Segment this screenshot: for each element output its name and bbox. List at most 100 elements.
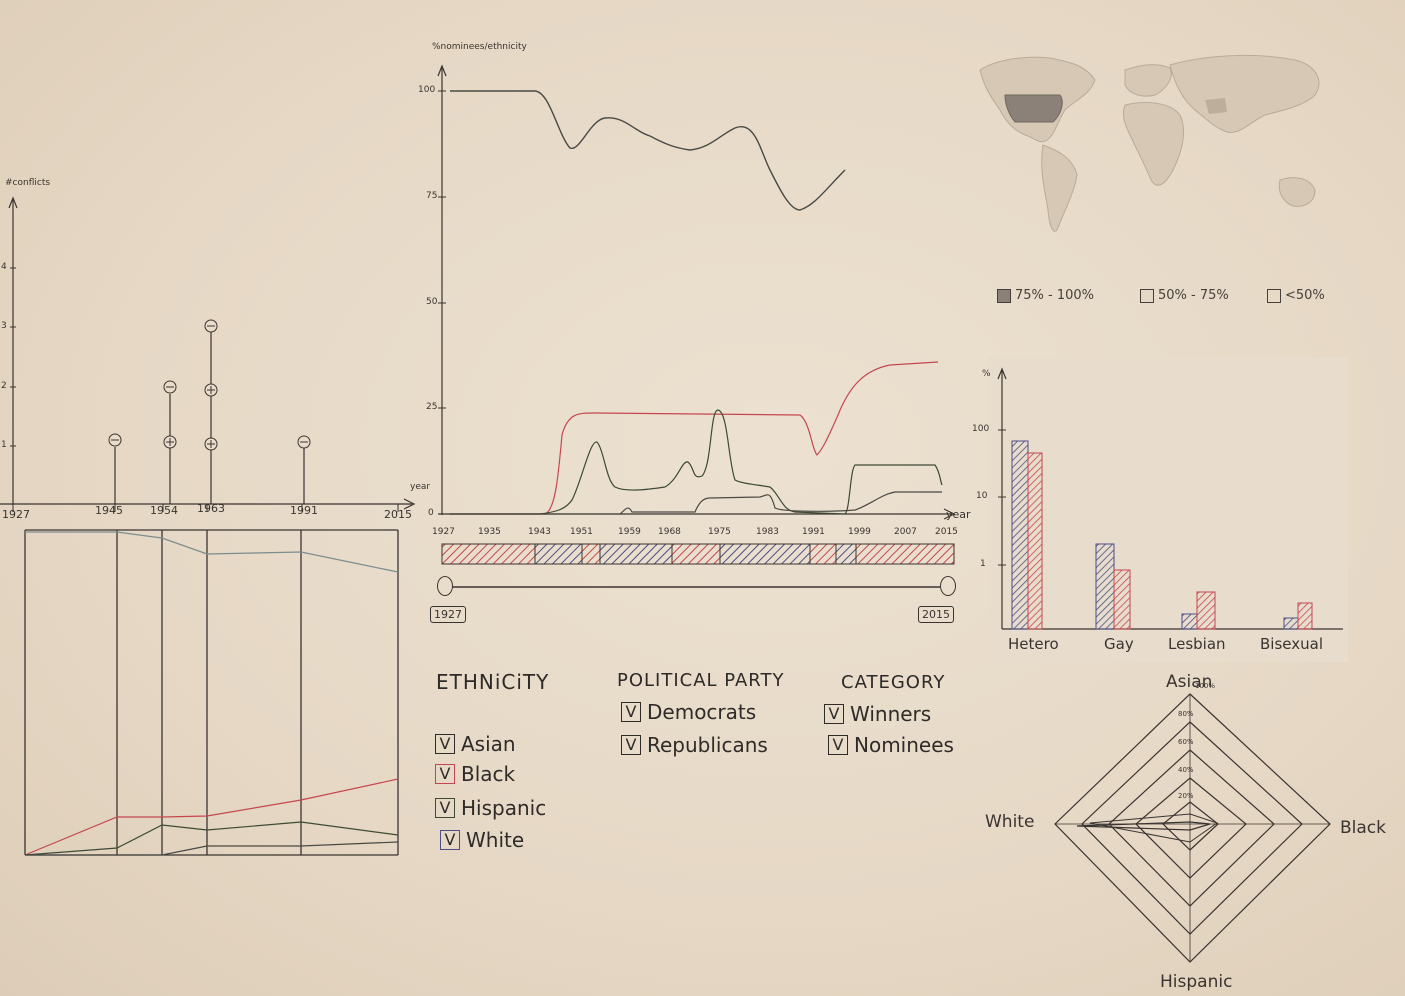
bar-category-gay: Gay — [1104, 635, 1134, 653]
nominees-xticks: 1927 1935 1943 1951 1959 1968 1975 1983 … — [430, 527, 970, 541]
conflicts-ytick-1: 1 — [1, 440, 7, 450]
hispanic-line[interactable] — [24, 821, 399, 856]
radar-chart: Asian Black Hispanic White 100% 80% 60% … — [985, 672, 1405, 996]
filter-nominees[interactable]: V Nominees — [828, 733, 954, 757]
checkbox-democrats[interactable]: V — [621, 702, 641, 722]
nominees-x-label: year — [946, 508, 971, 521]
legend-item-50-75[interactable]: 50% - 75% — [1140, 288, 1229, 303]
democrat-term[interactable] — [835, 543, 857, 565]
filter-hispanic[interactable]: V Hispanic — [435, 796, 546, 820]
nominees-chart: %nominees/ethnicity year 0 25 50 75 100 — [410, 40, 980, 540]
hetero-blue-bar[interactable] — [1011, 440, 1029, 630]
filter-republicans[interactable]: V Republicans — [621, 733, 768, 757]
republican-term[interactable] — [671, 543, 721, 565]
radar-axis-white: White — [985, 812, 1035, 832]
checkbox-black[interactable]: V — [435, 764, 455, 784]
radar-ring-label-20: 20% — [1178, 792, 1194, 800]
bisexual-red-bar[interactable] — [1297, 602, 1313, 630]
conflicts-ytick-2: 2 — [1, 381, 7, 391]
slider-track[interactable] — [428, 572, 968, 602]
lesbian-red-bar[interactable] — [1196, 591, 1216, 630]
radar-ring-100 — [1054, 693, 1331, 963]
republican-term[interactable] — [581, 543, 601, 565]
timeline-slider[interactable]: 1927 2015 — [428, 572, 968, 628]
highlight-region[interactable] — [1205, 98, 1227, 114]
gay-blue-bar[interactable] — [1095, 543, 1115, 630]
checkbox-republicans[interactable]: V — [621, 735, 641, 755]
conflicts-year-1927: 1927 — [2, 508, 30, 521]
radar-plot — [1054, 693, 1331, 963]
checkbox-white[interactable]: V — [440, 830, 460, 850]
nominees-xtick: 1959 — [618, 527, 641, 537]
plus-marker-1954[interactable] — [163, 435, 177, 449]
democrat-term[interactable] — [719, 543, 811, 565]
europe-shape[interactable] — [1124, 64, 1172, 97]
minus-marker-1954[interactable] — [163, 380, 177, 394]
slider-handle-start[interactable] — [437, 576, 453, 596]
australia-shape[interactable] — [1278, 177, 1316, 207]
white-share-line[interactable] — [450, 90, 846, 211]
bisexual-blue-bar[interactable] — [1283, 617, 1299, 630]
conflicts-ytick-4: 4 — [1, 262, 7, 272]
party-strip — [441, 543, 955, 565]
bar-ytick-1: 1 — [980, 559, 986, 569]
bar-category-lesbian: Lesbian — [1168, 635, 1226, 653]
filter-asian[interactable]: V Asian — [435, 732, 516, 756]
slider-end-label: 2015 — [918, 606, 954, 623]
checkbox-asian[interactable]: V — [435, 734, 455, 754]
legend-swatch-empty — [1267, 288, 1281, 303]
category-filter-title: CATEGORY — [841, 672, 946, 693]
filter-democrats[interactable]: V Democrats — [621, 700, 756, 724]
checkbox-hispanic[interactable]: V — [435, 798, 455, 818]
checkbox-nominees[interactable]: V — [828, 735, 848, 755]
nominees-xtick: 1999 — [848, 527, 871, 537]
conflicts-year-1954: 1954 — [150, 504, 178, 517]
gay-red-bar[interactable] — [1113, 569, 1131, 630]
asian-share-line[interactable] — [450, 491, 942, 515]
minus-marker-1991[interactable] — [297, 435, 311, 449]
conflicts-year-1991: 1991 — [290, 504, 318, 517]
south-america-shape[interactable] — [1041, 144, 1078, 232]
filter-winners[interactable]: V Winners — [824, 702, 931, 726]
filter-white[interactable]: V White — [440, 828, 524, 852]
plus-marker-1963-a[interactable] — [204, 437, 218, 451]
checkbox-winners[interactable]: V — [824, 704, 844, 724]
hispanic-share-line[interactable] — [450, 409, 943, 515]
party-filter-title: POLITICAL PARTY — [617, 670, 785, 691]
conflicts-markers — [108, 319, 311, 451]
filter-label-hispanic: Hispanic — [461, 796, 547, 820]
minus-marker-1963[interactable] — [204, 319, 218, 333]
nominees-ytick-25: 25 — [426, 402, 438, 412]
radar-ring-label-100: 100% — [1195, 682, 1216, 690]
world-map[interactable] — [965, 40, 1345, 250]
radar-series-a[interactable] — [1076, 821, 1211, 831]
democrat-term[interactable] — [534, 543, 583, 565]
bar-category-hetero: Hetero — [1008, 635, 1059, 653]
bar-ytick-100: 100 — [972, 424, 990, 434]
nominees-ytick-75: 75 — [426, 191, 438, 201]
conflicts-year-1963: 1963 — [197, 502, 225, 515]
africa-shape[interactable] — [1122, 102, 1184, 186]
democrat-term[interactable] — [599, 543, 673, 565]
asia-shape[interactable] — [1169, 54, 1320, 133]
republican-term[interactable] — [809, 543, 837, 565]
radar-series-b[interactable] — [1089, 813, 1219, 843]
minus-marker-1945[interactable] — [108, 433, 122, 447]
hetero-red-bar[interactable] — [1027, 452, 1043, 630]
black-line[interactable] — [24, 778, 399, 856]
republican-term[interactable] — [441, 543, 536, 565]
usa-highlight[interactable] — [1004, 94, 1063, 123]
republican-term[interactable] — [855, 543, 955, 565]
filter-label-republicans: Republicans — [647, 733, 768, 757]
plus-marker-1963-b[interactable] — [204, 383, 218, 397]
white-line[interactable] — [25, 531, 399, 573]
slider-handle-end[interactable] — [940, 576, 956, 596]
legend-item-75-100[interactable]: 75% - 100% — [997, 288, 1094, 303]
filter-black[interactable]: V Black — [435, 762, 515, 786]
lesbian-blue-bar[interactable] — [1181, 613, 1198, 630]
legend-item-under-50[interactable]: <50% — [1267, 288, 1325, 303]
filter-label-black: Black — [461, 762, 516, 786]
black-share-line[interactable] — [450, 361, 939, 515]
nominees-xtick: 1951 — [570, 527, 593, 537]
asian-line[interactable] — [25, 841, 399, 856]
